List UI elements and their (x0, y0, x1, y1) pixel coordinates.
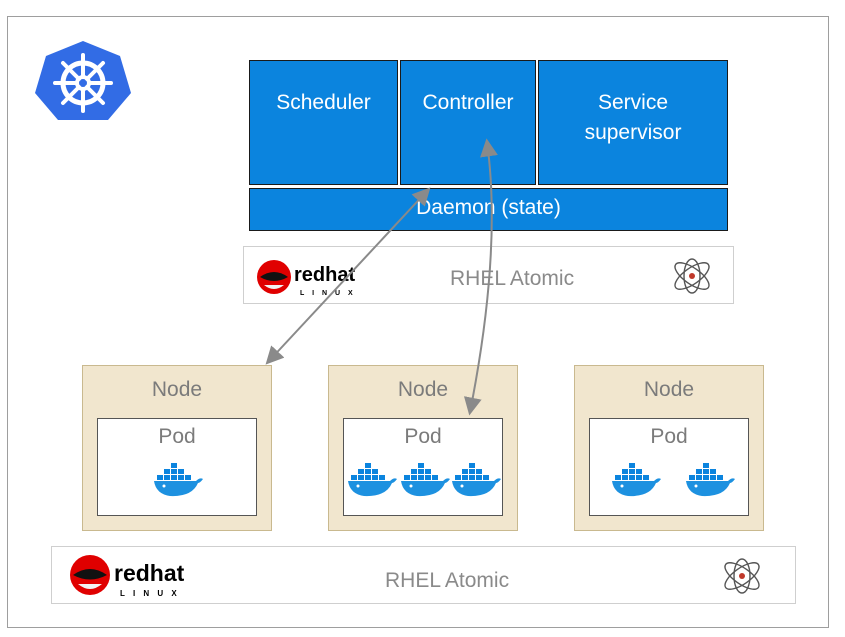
node-3-label: Node (643, 378, 695, 401)
service-supervisor-line1: Service (597, 91, 669, 114)
node-3-pod-label: Pod (650, 425, 688, 448)
controller-label: Controller (422, 91, 514, 114)
docker-whale-icon (401, 463, 450, 497)
redhat-logo-icon: redhat L I N U X (70, 555, 185, 598)
redhat-wordmark-red: redhat (294, 264, 355, 286)
scheduler-box: Scheduler (249, 60, 398, 185)
scheduler-label: Scheduler (276, 91, 371, 114)
service-supervisor-line2: supervisor (584, 121, 682, 144)
worker-os-label: RHEL Atomic (385, 569, 510, 592)
worker-rhel-bar: redhat L I N U X RHEL Atomic (51, 546, 796, 604)
node-3-pod: Pod (589, 418, 749, 516)
atomic-icon (724, 558, 760, 594)
redhat-wordmark-linux: L I N U X (300, 290, 356, 297)
daemon-label: Daemon (state) (416, 196, 561, 219)
service-supervisor-label: Service supervisor (539, 61, 727, 148)
node-2: Node Pod (328, 365, 518, 531)
atomic-icon (674, 258, 710, 294)
redhat-wordmark-linux: L I N U X (120, 589, 180, 598)
controller-box: Controller (400, 60, 536, 185)
node-2-label: Node (397, 378, 449, 401)
docker-whale-icon (154, 463, 203, 497)
node-1: Node Pod (82, 365, 272, 531)
node-2-pod-label: Pod (404, 425, 442, 448)
node-2-pod: Pod (343, 418, 503, 516)
master-rhel-bar: redhat L I N U X RHEL Atomic (243, 246, 734, 304)
kubernetes-logo-icon (35, 41, 131, 120)
docker-whale-icon (612, 463, 661, 497)
docker-whale-icon (452, 463, 501, 497)
daemon-box: Daemon (state) (249, 188, 728, 231)
node-1-label: Node (151, 378, 203, 401)
master-os-label: RHEL Atomic (450, 267, 575, 290)
node-1-pod-label: Pod (158, 425, 196, 448)
redhat-wordmark-red: redhat (114, 560, 185, 586)
redhat-logo-icon: redhat L I N U X (257, 260, 356, 297)
docker-whale-icon (686, 463, 735, 497)
node-3: Node Pod (574, 365, 764, 531)
node-1-pod: Pod (97, 418, 257, 516)
docker-whale-icon (348, 463, 397, 497)
service-supervisor-box: Service supervisor (538, 60, 728, 185)
